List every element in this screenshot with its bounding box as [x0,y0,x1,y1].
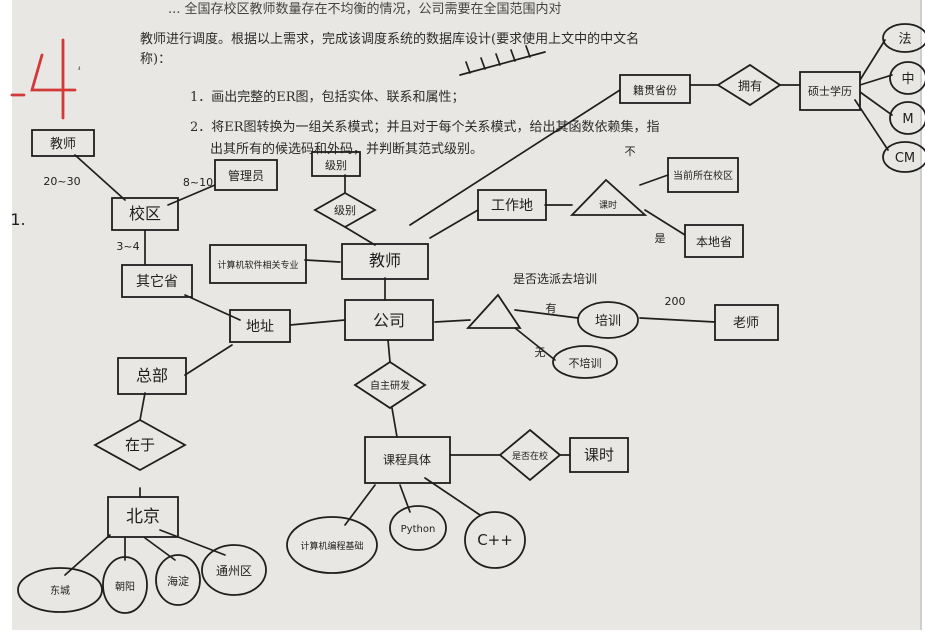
connector-lines [64,39,893,576]
entity-cs-related: 计算机软件相关专业 [217,259,298,271]
mark-yes: 有 [546,301,557,315]
attr-beijing-4: 通州区 [216,564,252,578]
printed-item2-line2: 出其所有的候选码和外码，并判断其范式级别。 [210,142,484,157]
attr-course-1: 计算机编程基础 [300,540,363,552]
entity-home-campus: 当前所在校区 [673,169,733,182]
entity-manager: 管理员 [228,168,264,183]
manager-campus-ratio: 8~10 [183,176,213,189]
rel-self-developed: 自主研发 [370,379,410,392]
entity-shapes [31,71,861,538]
printed-intro-line3: 称)： [140,52,172,67]
entity-other-province: 本地省 [696,235,732,249]
entity-hq: 总部 [136,366,168,385]
attr-course-3: C++ [477,531,513,549]
entity-city: 其它省 [136,273,178,290]
attr-major-3: M [902,112,913,127]
attr-beijing-1: 东城 [50,584,70,597]
attr-beijing-2: 朝阳 [115,581,135,593]
rel-owns: 拥有 [738,79,762,93]
entity-campus: 校区 [129,204,161,223]
attr-major-1: 法 [898,32,911,47]
entity-beijing: 北京 [126,507,160,527]
problem-number: 4 [78,66,81,71]
problem-number-four-mark [10,38,77,120]
entity-home-city: 籍贯省份 [633,83,677,97]
printed-intro-line1: ... 全国存校区教师数量存在不均衡的情况，公司需要在全国范围内对 [168,2,562,17]
attr-beijing-3: 海淀 [167,574,189,588]
mark-same: 不 [625,145,636,158]
rel-with-campus: 是否在校 [512,450,548,462]
mark-no: 无 [535,346,546,359]
attr-course-2: Python [401,524,436,535]
entity-grade: 级别 [325,159,347,172]
campus-city-ratio: 3~4 [116,240,139,253]
entity-not-trained: 不培训 [569,356,602,370]
rel-level: 级别 [334,204,356,217]
entity-instructor: 教师 [369,251,401,270]
attr-major-2: 中 [901,72,914,87]
entity-workplace: 工作地 [491,198,533,214]
attribute-shapes [17,23,925,614]
mark-same2: 是 [655,232,666,245]
rel-trains: 是否选派去培训 [513,271,597,286]
entity-teacher-right: 老师 [733,316,759,331]
entity-company: 公司 [373,311,405,330]
sub-number: 1. [10,210,25,229]
paper-sheet [12,0,922,630]
entity-trained: 培训 [595,313,621,329]
printed-item1: 1．画出完整的ER图，包括实体、联系和属性； [190,90,465,105]
teacher-campus-ratio: 20~30 [43,175,80,188]
relationship-shapes [93,63,782,482]
attr-major-4: CM [895,151,915,166]
printed-intro-line2: 教师进行调度。根据以上需求，完成该调度系统的数据库设计(要求使用上文中的中文名 [140,32,640,47]
printed-item2-line1: 2．将ER图转换为一组关系模式；并且对于每个关系模式，给出其函数依赖集，指 [190,120,660,135]
entity-class-hours: 课时 [584,446,614,464]
entity-course-specific: 课程具体 [383,452,431,467]
diagram-labels: 1. 20~30 8~10 3~4 200 教师 校区 管理员 其它省 地址 总… [10,32,915,597]
entity-major: 硕士学历 [808,84,852,98]
rel-located-in: 在于 [125,436,155,454]
rel-course-hours: 课时 [599,199,617,211]
entity-location: 地址 [246,319,274,335]
entity-teacher-top: 教师 [50,136,76,152]
training-count: 200 [665,295,686,308]
